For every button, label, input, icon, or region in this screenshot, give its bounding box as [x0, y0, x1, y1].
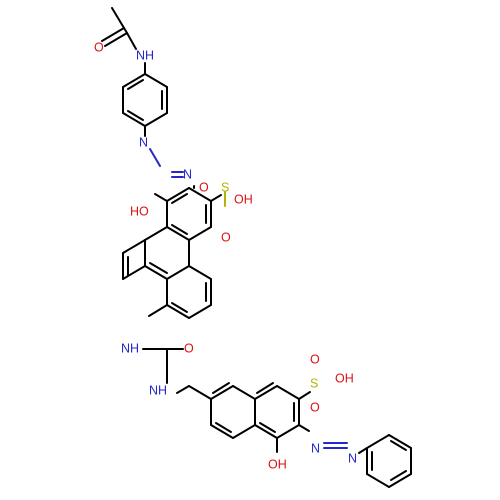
- sulfur-top-label: S: [221, 180, 229, 194]
- naphthalene-top: [122, 187, 222, 319]
- sulfonyl-top-o2-label: O: [221, 230, 231, 244]
- sulfonyl-top-o1-label: O: [199, 180, 209, 194]
- phenylene-ring: [122, 62, 168, 137]
- urea-linkage: [142, 348, 184, 384]
- azo-bottom-n2-label: N: [348, 451, 357, 465]
- acetyl-group: [101, 7, 137, 50]
- azo-top-n2-label: N: [183, 167, 192, 181]
- phenyl-ring: [366, 434, 412, 488]
- naphthalene-bottom: [176, 382, 311, 453]
- hydroxyl-top-label: HO: [130, 204, 149, 218]
- atom-labels: O NH N N S O O OH HO NH O NH S O O OH N …: [94, 40, 357, 471]
- urea-nh-bottom-label: NH: [149, 383, 167, 397]
- urea-oxygen-label: O: [184, 341, 194, 355]
- sulfonic-top-oh-label: OH: [234, 192, 253, 206]
- azo-linkage-top: [149, 148, 195, 189]
- sulfur-bottom-label: S: [310, 376, 318, 390]
- urea-nh-top-label: NH: [121, 341, 139, 355]
- acetyl-oxygen-label: O: [94, 40, 104, 54]
- azo-linkage-bottom: [323, 442, 368, 454]
- azo-bottom-n1-label: N: [311, 441, 320, 455]
- azo-top-n1-label: N: [139, 135, 148, 149]
- acetamide-nh-label: NH: [136, 48, 154, 62]
- sulfonyl-bottom-o2-label: O: [310, 400, 320, 414]
- sulfonic-bottom-oh-label: OH: [335, 371, 354, 385]
- sulfonyl-bottom-o1-label: O: [310, 352, 320, 366]
- hydroxyl-bottom-label: OH: [268, 457, 287, 471]
